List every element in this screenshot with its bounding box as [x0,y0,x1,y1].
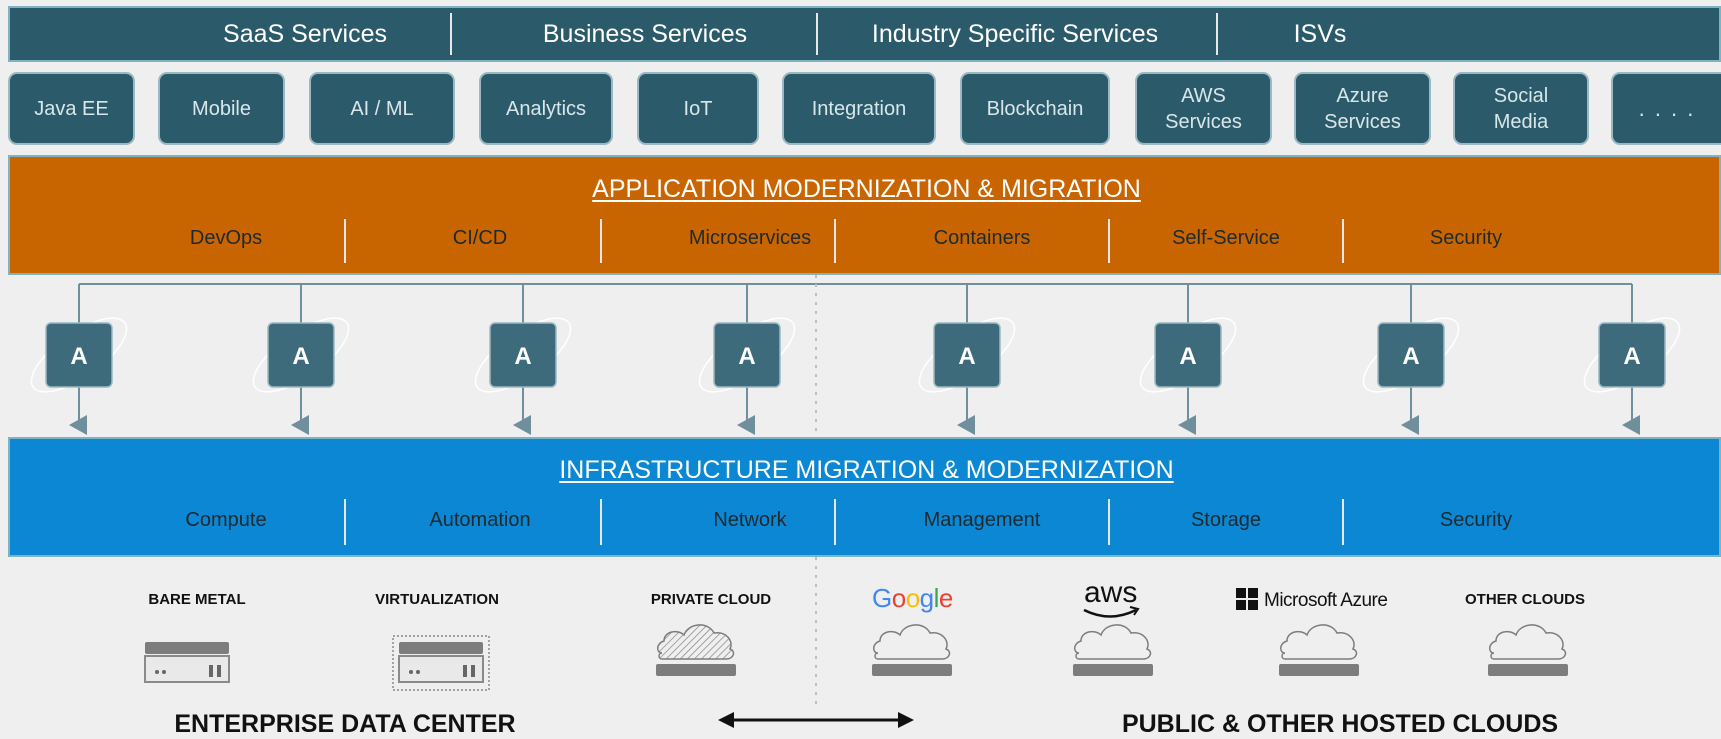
pill-mobile: Mobile [158,72,285,145]
divider [816,13,818,55]
pill-azure-services: Azure Services [1294,72,1431,145]
category-saas: SaaS Services [223,20,387,48]
microsoft-logo-icon [1236,588,1258,610]
automation-node [1154,322,1222,388]
divider [450,13,452,55]
automation-node [713,322,781,388]
google-letter: G [872,583,892,613]
divider [834,499,836,545]
pill-iot: IoT [637,72,759,145]
divider [600,219,602,263]
google-cloud-icon [872,624,952,676]
label-other-clouds: OTHER CLOUDS [1465,591,1585,608]
infrastructure-modernization-band: INFRASTRUCTURE MIGRATION & MODERNIZATION… [8,437,1721,557]
automation-node-label: A [1179,343,1196,370]
infra-item-storage: Storage [1190,509,1262,531]
pill-integration: Integration [782,72,936,145]
aws-logo-text: aws [1084,576,1138,609]
service-categories-bar: SaaS Services Business Services Industry… [8,6,1721,62]
automation-node [45,322,113,388]
automation-node-label: A [958,343,975,370]
infra-item-network: Network [713,509,787,531]
app-item-microservices: Microservices [688,227,812,249]
bottom-diagram [144,557,1568,728]
google-logo-letters: Google [872,583,953,613]
automation-node-label: A [1623,343,1640,370]
divider [1342,219,1344,263]
google-letter: o [905,583,920,613]
pill-ai-ml: AI / ML [309,72,455,145]
other-cloud-icon [1488,624,1568,676]
pill-social-media: Social Media [1453,72,1589,145]
automation-node [1598,322,1666,388]
bare-metal-server-icon [144,642,230,683]
automation-node [489,322,557,388]
pill-aws-services: AWS Services [1135,72,1272,145]
label-bare-metal: BARE METAL [148,591,246,608]
automation-node-label: A [292,343,309,370]
pill-analytics: Analytics [479,72,613,145]
divider [1108,499,1110,545]
pill-more: . . . . [1611,72,1721,145]
aws-smile-icon [1083,608,1137,618]
azure-logo-text: Microsoft Azure [1264,590,1388,611]
public-clouds-title: PUBLIC & OTHER HOSTED CLOUDS [1121,710,1559,738]
azure-cloud-icon [1279,624,1359,676]
pill-java-ee: Java EE [8,72,135,145]
application-modernization-band: APPLICATION MODERNIZATION & MIGRATION De… [8,155,1721,275]
automation-node [933,322,1001,388]
pill-social-media-label: Social Media [1493,84,1549,133]
pill-aws-services-label: AWS Services [1165,84,1242,133]
aws-arrow-icon [1129,606,1140,616]
private-cloud-icon [656,624,736,676]
automation-node [267,322,335,388]
label-private-cloud: PRIVATE CLOUD [650,591,772,608]
infra-item-compute: Compute [185,509,267,531]
category-industry: Industry Specific Services [871,20,1159,48]
automation-node-label: A [1402,343,1419,370]
app-item-cicd: CI/CD [452,227,508,249]
app-item-devops: DevOps [189,227,263,249]
infra-item-automation: Automation [429,509,531,531]
automation-node-label: A [70,343,87,370]
divider [1216,13,1218,55]
app-item-containers: Containers [933,227,1031,249]
virtualization-server-icon [392,635,490,691]
google-letter: g [919,583,934,613]
label-virtualization: VIRTUALIZATION [375,591,499,608]
divider [834,219,836,263]
double-arrow-icon [718,712,914,728]
app-item-self-service: Self-Service [1172,227,1280,249]
app-layer-title: APPLICATION MODERNIZATION & MIGRATION [592,175,1141,203]
infra-layer-title: INFRASTRUCTURE MIGRATION & MODERNIZATION [559,456,1174,484]
divider [344,499,346,545]
automation-node [1377,322,1445,388]
category-business: Business Services [542,20,748,48]
category-isvs: ISVs [1293,20,1347,48]
pill-azure-services-label: Azure Services [1324,84,1401,133]
divider [600,499,602,545]
divider [344,219,346,263]
divider [1342,499,1344,545]
aws-cloud-icon [1073,624,1153,676]
pill-blockchain: Blockchain [960,72,1110,145]
google-logo-text: Google [872,583,953,614]
automation-node-label: A [738,343,755,370]
google-letter: o [891,583,906,613]
automation-node-label: A [514,343,531,370]
app-item-security: Security [1429,227,1503,249]
google-letter: l [933,583,940,613]
google-letter: e [938,583,953,613]
enterprise-data-center-title: ENTERPRISE DATA CENTER [174,710,516,738]
divider [1108,219,1110,263]
infra-item-security: Security [1439,509,1513,531]
infra-item-management: Management [923,509,1041,531]
